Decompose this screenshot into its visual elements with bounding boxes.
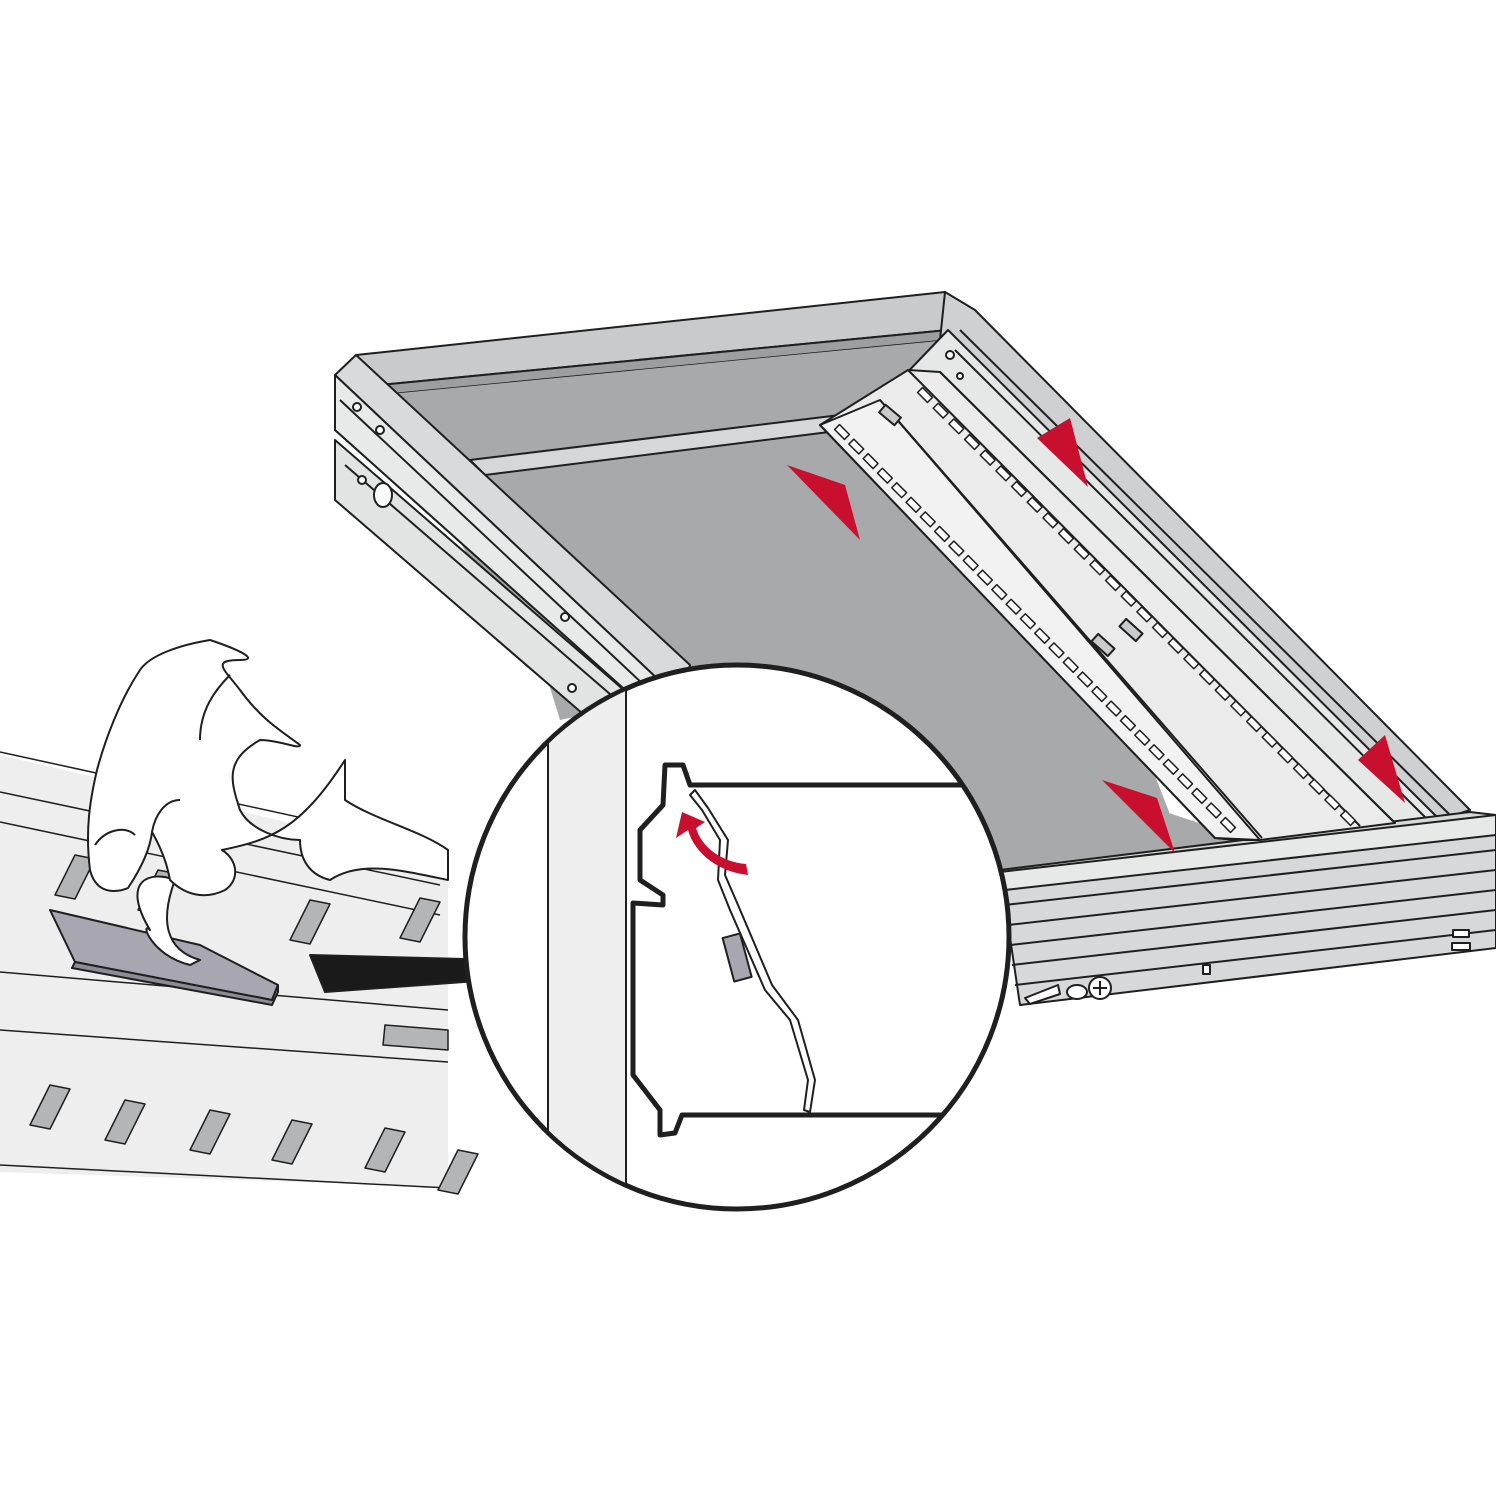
rail-slot bbox=[905, 496, 922, 513]
rail-slot bbox=[1010, 480, 1028, 498]
closeup-slot bbox=[364, 1127, 406, 1173]
rail-slot bbox=[1214, 684, 1231, 701]
closeup-slot bbox=[289, 899, 331, 945]
rail-slot bbox=[1151, 621, 1169, 639]
rail-slot bbox=[1091, 685, 1108, 703]
closeup-slot bbox=[437, 1149, 479, 1195]
rail-slot bbox=[1324, 794, 1341, 811]
rail-slot bbox=[1005, 598, 1022, 615]
closeup-long-slot bbox=[382, 1024, 449, 1051]
closeup-slot bbox=[29, 1084, 71, 1130]
red-arrow-icon bbox=[1037, 418, 1088, 487]
rail-slot bbox=[1292, 762, 1310, 780]
rail-slot bbox=[1042, 512, 1059, 529]
rail-slot bbox=[979, 449, 996, 466]
red-arrow-icon bbox=[787, 465, 860, 540]
rail-slot bbox=[1019, 613, 1037, 630]
red-arrow-icon bbox=[1102, 780, 1175, 853]
direction-arrows bbox=[787, 418, 1405, 853]
rail-slot bbox=[995, 465, 1012, 482]
rail-slot bbox=[1167, 637, 1184, 654]
closeup-slot bbox=[399, 897, 441, 943]
rail-slot bbox=[1062, 656, 1079, 674]
rail-slot bbox=[891, 482, 908, 499]
red-curved-arrow-icon bbox=[676, 812, 748, 875]
rail-slot bbox=[1191, 787, 1208, 805]
rail-slot bbox=[1219, 816, 1237, 834]
rail-slot bbox=[976, 569, 994, 586]
rail-slot bbox=[862, 452, 879, 470]
rail-slots-right bbox=[916, 386, 1357, 827]
rail-slot bbox=[1162, 758, 1179, 775]
rail-slot bbox=[1277, 747, 1294, 764]
rail-slot bbox=[1089, 559, 1106, 576]
rail-slot bbox=[933, 525, 951, 543]
rail-slot bbox=[1205, 802, 1222, 819]
closeup-slot bbox=[271, 1119, 313, 1165]
rail-slot bbox=[962, 554, 979, 572]
red-arrow-icon bbox=[1358, 735, 1405, 803]
backing-film-icon bbox=[136, 875, 201, 966]
rail-detail-closeup bbox=[0, 639, 701, 1195]
rail-insert bbox=[819, 369, 1396, 841]
rail-slot bbox=[833, 423, 851, 441]
rail-slot bbox=[1033, 627, 1051, 644]
rail-slot bbox=[1026, 496, 1043, 513]
rail-slot bbox=[948, 418, 965, 435]
rail-slot bbox=[1119, 714, 1137, 732]
rail-slots-left bbox=[833, 423, 1237, 834]
rail-slot bbox=[1104, 574, 1122, 592]
rail-slot bbox=[1057, 527, 1075, 545]
rail-slot bbox=[1230, 700, 1247, 717]
rail-slot bbox=[1073, 543, 1090, 560]
rail-slot bbox=[848, 438, 865, 455]
front-screw-icon bbox=[1024, 976, 1112, 1005]
rail-slot bbox=[1183, 653, 1200, 670]
rail-slot bbox=[948, 540, 965, 557]
rail-slot bbox=[963, 433, 981, 451]
rail-slot bbox=[1148, 744, 1165, 761]
rail-slot bbox=[1339, 809, 1357, 827]
closeup-slot bbox=[104, 1099, 146, 1145]
rail-slot bbox=[1136, 606, 1153, 623]
rail-slot bbox=[1261, 731, 1278, 748]
closeup-slots bbox=[29, 854, 479, 1195]
rail-slot bbox=[1308, 778, 1325, 795]
hand-icon bbox=[86, 639, 449, 897]
rail-slot bbox=[1105, 700, 1122, 717]
rail-slot bbox=[932, 402, 949, 419]
spring-clip bbox=[689, 789, 816, 1113]
rail-slot bbox=[919, 511, 936, 528]
rail-slot bbox=[1245, 715, 1263, 733]
rail-slot bbox=[991, 583, 1008, 601]
magnifier-detail-icon bbox=[462, 662, 1012, 1212]
rail-slot bbox=[1176, 773, 1194, 790]
bracket-profile bbox=[630, 762, 1000, 1138]
rail-slot bbox=[1120, 590, 1137, 607]
closeup-slot bbox=[189, 1109, 231, 1155]
rail-slot bbox=[1048, 642, 1065, 659]
rail-slot bbox=[1134, 729, 1151, 746]
rail-slot bbox=[1076, 671, 1094, 688]
rail-slot bbox=[1198, 668, 1216, 686]
rail-slot bbox=[916, 386, 934, 404]
rail-slot bbox=[876, 467, 894, 484]
